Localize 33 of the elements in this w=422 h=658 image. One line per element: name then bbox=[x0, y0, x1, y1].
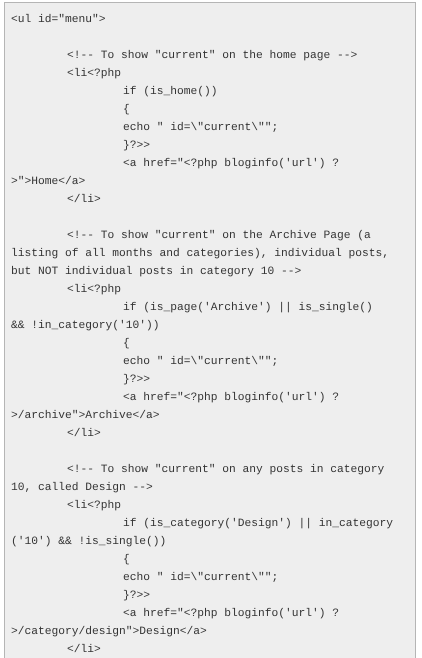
code-line: listing of all months and categories), individual posts, bbox=[11, 246, 390, 262]
code-line: }?>> bbox=[123, 138, 150, 154]
code-line: <a href="<?php bloginfo('url') ? bbox=[123, 390, 340, 406]
code-line: >/category/design">Design</a> bbox=[11, 624, 207, 640]
code-line: { bbox=[123, 552, 130, 568]
code-line: but NOT individual posts in category 10 --> bbox=[11, 264, 302, 280]
code-line: <li<?php bbox=[67, 66, 122, 82]
code-line: 10, called Design --> bbox=[11, 480, 153, 496]
code-line: </li> bbox=[67, 192, 101, 208]
code-line: if (is_category('Design') || in_category bbox=[123, 516, 394, 532]
code-line: <li<?php bbox=[67, 498, 122, 514]
code-line: && !in_category('10')) bbox=[11, 318, 160, 334]
code-line: echo " id=\"current\""; bbox=[123, 570, 278, 586]
code-line: <!-- To show "current" on the Archive Page (a bbox=[67, 228, 371, 244]
code-line: <li<?php bbox=[67, 282, 122, 298]
code-line: { bbox=[123, 102, 130, 118]
code-line: if (is_page('Archive') || is_single() bbox=[123, 300, 373, 316]
code-line: </li> bbox=[67, 642, 101, 658]
code-line: <a href="<?php bloginfo('url') ? bbox=[123, 156, 340, 172]
code-line: if (is_home()) bbox=[123, 84, 218, 100]
code-line: { bbox=[123, 336, 130, 352]
code-line: </li> bbox=[67, 426, 101, 442]
code-line: <a href="<?php bloginfo('url') ? bbox=[123, 606, 340, 622]
code-line: <!-- To show "current" on any posts in category bbox=[67, 462, 384, 478]
code-line: }?>> bbox=[123, 588, 150, 604]
code-line: <!-- To show "current" on the home page --> bbox=[67, 48, 358, 64]
code-line: }?>> bbox=[123, 372, 150, 388]
code-line: >">Home</a> bbox=[11, 174, 86, 190]
code-line: ('10') && !is_single()) bbox=[11, 534, 166, 550]
code-line: echo " id=\"current\""; bbox=[123, 120, 278, 136]
code-line: >/archive">Archive</a> bbox=[11, 408, 160, 424]
code-line: <ul id="menu"> bbox=[11, 12, 106, 28]
code-line: echo " id=\"current\""; bbox=[123, 354, 278, 370]
